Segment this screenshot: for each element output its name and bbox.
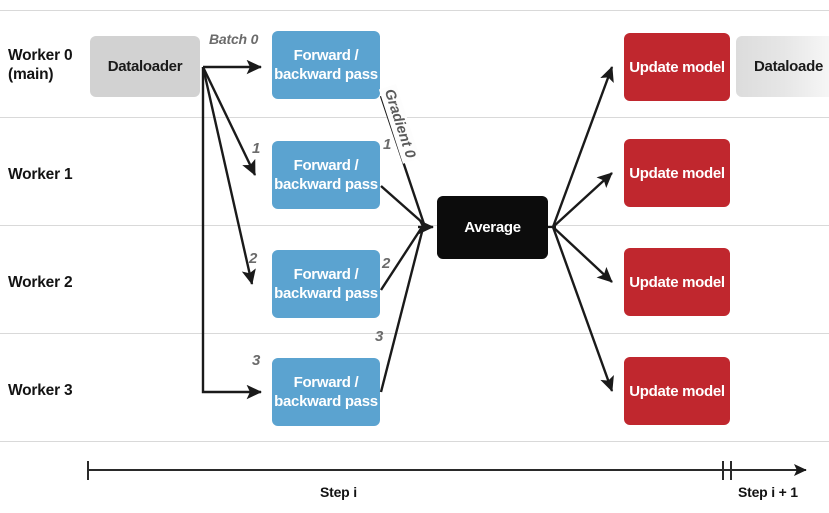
node-update-model-worker-0[interactable]: Update model — [624, 33, 730, 101]
timeline-label-step-i-plus-1: Step i + 1 — [738, 484, 798, 500]
node-dataloader-label: Dataloader — [107, 58, 183, 75]
row-label-worker-3: Worker 3 — [8, 382, 73, 399]
edge-batch-1 — [201, 66, 257, 176]
row-label-worker-2: Worker 2 — [8, 274, 73, 291]
row-separator — [0, 10, 829, 11]
row-separator — [0, 225, 829, 226]
edge-gradient-3 — [379, 223, 426, 393]
node-forward-backward-label: Forward / backward pass — [274, 47, 378, 83]
node-dataloader-next-step-label: Dataloade — [754, 58, 823, 75]
node-forward-backward-label: Forward / backward pass — [274, 374, 378, 410]
edge-update-0 — [551, 66, 614, 228]
row-separator — [0, 117, 829, 118]
row-separator — [0, 441, 829, 442]
node-average[interactable]: Average — [437, 196, 548, 259]
node-forward-backward-worker-0[interactable]: Forward / backward pass — [272, 31, 380, 99]
edge-label-batch-1: 1 — [252, 140, 261, 157]
node-update-model-label: Update model — [629, 273, 725, 291]
edge-batch-3 — [201, 67, 262, 400]
edge-update-3 — [551, 226, 614, 392]
edge-label-batch-3: 3 — [252, 352, 261, 369]
edge-label-gradient-1: 1 — [383, 136, 392, 153]
node-update-model-worker-1[interactable]: Update model — [624, 139, 730, 207]
node-forward-backward-label: Forward / backward pass — [274, 157, 378, 193]
row-separator — [0, 333, 829, 334]
edge-label-batch-2: 2 — [249, 250, 258, 267]
node-update-model-label: Update model — [629, 382, 725, 400]
edge-gradient-1 — [380, 185, 425, 225]
node-forward-backward-worker-2[interactable]: Forward / backward pass — [272, 250, 380, 318]
edge-label-gradient-2: 2 — [382, 255, 391, 272]
edge-update-2 — [552, 226, 613, 283]
edge-batch-2 — [201, 66, 256, 285]
node-dataloader-next-step[interactable]: Dataloade — [736, 36, 829, 97]
node-dataloader[interactable]: Dataloader — [90, 36, 200, 97]
node-update-model-worker-2[interactable]: Update model — [624, 248, 730, 316]
edge-label-gradient-3: 3 — [375, 328, 384, 345]
row-label-worker-0: Worker 0 (main) — [8, 47, 73, 83]
node-average-label: Average — [464, 219, 521, 236]
timeline-label-step-i: Step i — [320, 484, 357, 500]
edge-update-1 — [552, 172, 613, 228]
node-forward-backward-worker-3[interactable]: Forward / backward pass — [272, 358, 380, 426]
node-forward-backward-label: Forward / backward pass — [274, 266, 378, 302]
row-label-worker-1: Worker 1 — [8, 166, 73, 183]
node-update-model-label: Update model — [629, 164, 725, 182]
node-update-model-label: Update model — [629, 58, 725, 76]
node-forward-backward-worker-1[interactable]: Forward / backward pass — [272, 141, 380, 209]
edge-label-batch-0: Batch 0 — [209, 31, 259, 47]
node-update-model-worker-3[interactable]: Update model — [624, 357, 730, 425]
